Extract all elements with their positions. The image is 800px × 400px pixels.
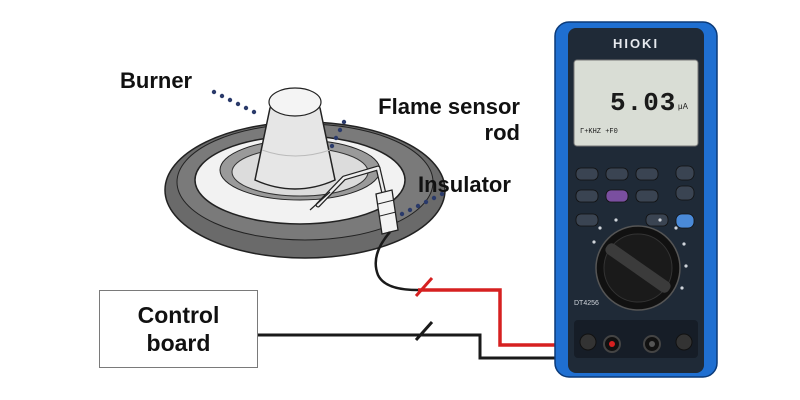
insulator-label: Insulator (418, 172, 511, 197)
control-board: Control board (99, 290, 258, 368)
flame-sensor-rod (309, 165, 388, 211)
red-lead-clip (414, 277, 434, 297)
leader-dots (211, 89, 445, 217)
meter-reading: 5.03 (610, 88, 677, 118)
control-board-label-line1: Control (137, 302, 220, 328)
black-lead-clip (414, 321, 434, 341)
control-board-label-line2: board (146, 330, 211, 356)
meter-model: DT4256 (574, 300, 599, 307)
sensor-wire (374, 231, 419, 292)
meter-unit: μA (678, 102, 688, 111)
burner (164, 87, 446, 259)
flame-sensor-label-line2: rod (484, 120, 520, 145)
burner-label: Burner (120, 68, 193, 93)
meter-sub-text: Γ+KHZ +F0 (580, 128, 618, 136)
meter-brand: HIOKI (612, 36, 660, 51)
flame-sensor-label-line1: Flame sensor (378, 94, 520, 119)
multimeter (554, 21, 718, 378)
insulator (375, 189, 399, 235)
flame-sensor-label: Flame sensor rod (330, 94, 520, 146)
